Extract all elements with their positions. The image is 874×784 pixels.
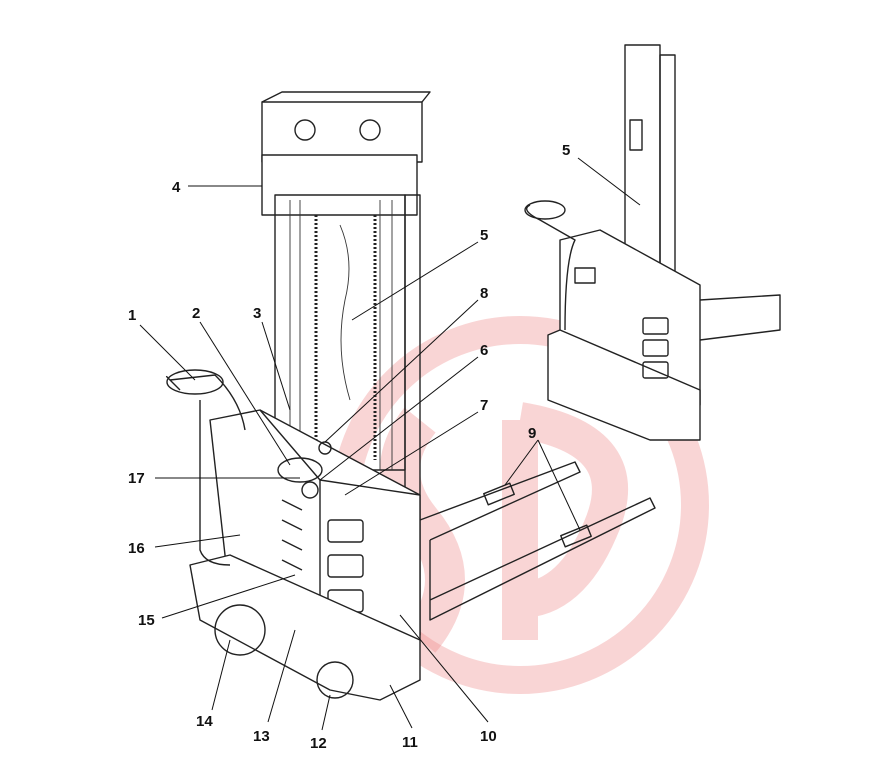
callout-8: 8 <box>480 285 488 302</box>
callout-5: 5 <box>480 227 488 244</box>
callout-9: 9 <box>528 425 536 442</box>
callout-12: 12 <box>310 735 327 752</box>
forks <box>419 461 656 621</box>
leader-lines <box>139 157 641 731</box>
stacker-body <box>166 369 421 701</box>
inset-stacker <box>524 44 781 441</box>
callout-13: 13 <box>253 728 270 745</box>
callout-2: 2 <box>192 305 200 322</box>
callout-4: 4 <box>172 179 181 196</box>
callout-14: 14 <box>196 713 213 730</box>
callout-15: 15 <box>138 612 155 629</box>
callout-7: 7 <box>480 397 488 414</box>
callout-16: 16 <box>128 540 145 557</box>
callout-11: 11 <box>402 734 418 751</box>
callout-1: 1 <box>128 307 136 324</box>
callout-6: 6 <box>480 342 488 359</box>
callout-10: 10 <box>480 728 497 745</box>
callout-5-inset: 5 <box>562 142 570 159</box>
callout-17: 17 <box>128 470 145 487</box>
callout-3: 3 <box>253 305 261 322</box>
callout-labels: 1 2 3 4 5 8 6 7 9 17 16 15 14 13 12 11 1… <box>128 142 570 752</box>
